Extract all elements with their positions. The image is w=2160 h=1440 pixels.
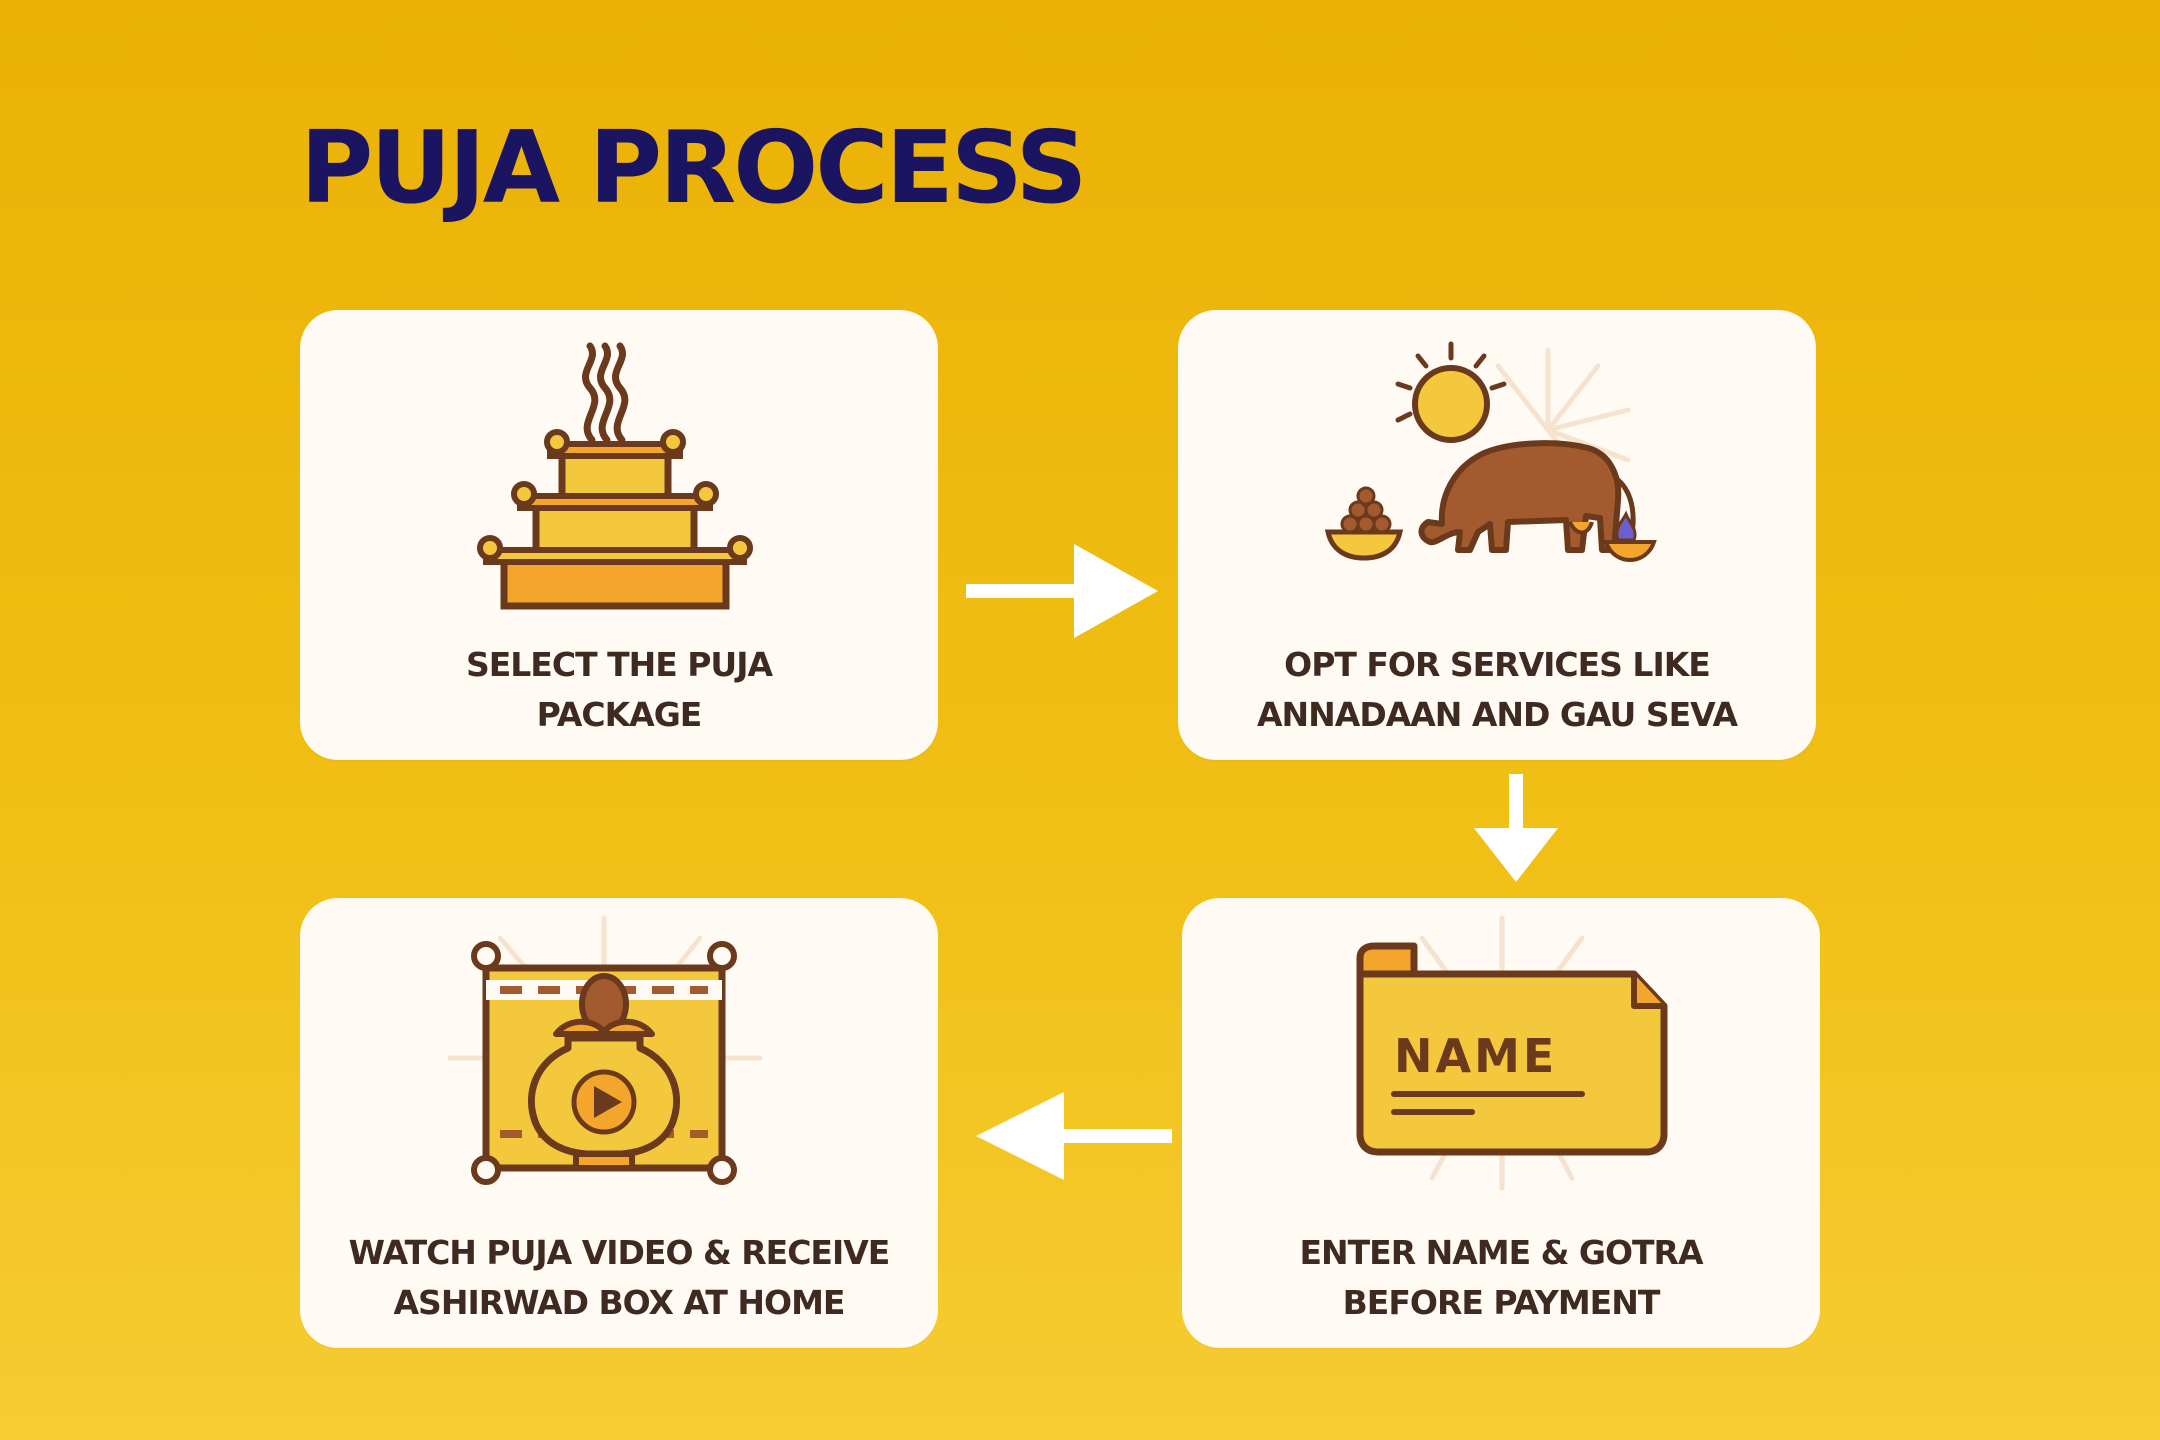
step-label: WATCH PUJA VIDEO & RECEIVE ASHIRWAD BOX … — [348, 1233, 891, 1322]
name-tag-text: NAME — [1394, 1029, 1557, 1083]
kalash-video-icon — [447, 915, 763, 1185]
arrow-down-icon — [1474, 774, 1558, 882]
step-label: SELECT THE PUJA PACKAGE — [465, 645, 773, 734]
step-label: OPT FOR SERVICES LIKE ANNADAAN AND GAU S… — [1257, 645, 1738, 734]
cow-feeding-icon — [1324, 341, 1657, 563]
step-card-services: OPT FOR SERVICES LIKE ANNADAAN AND GAU S… — [1178, 310, 1816, 760]
step-card-enter-name: NAME ENTER NAME & GOTRA BEFORE PAYMENT — [1182, 898, 1820, 1348]
step-card-select-package: SELECT THE PUJA PACKAGE — [300, 310, 938, 760]
altar-icon — [477, 342, 753, 610]
step-label: ENTER NAME & GOTRA BEFORE PAYMENT — [1299, 1233, 1703, 1322]
page-title: PUJA PROCESS — [300, 109, 1087, 226]
name-scroll-icon: NAME — [1356, 915, 1668, 1191]
arrow-right-icon — [966, 544, 1158, 638]
arrow-left-icon — [976, 1092, 1172, 1180]
step-card-watch-video: WATCH PUJA VIDEO & RECEIVE ASHIRWAD BOX … — [300, 898, 938, 1348]
